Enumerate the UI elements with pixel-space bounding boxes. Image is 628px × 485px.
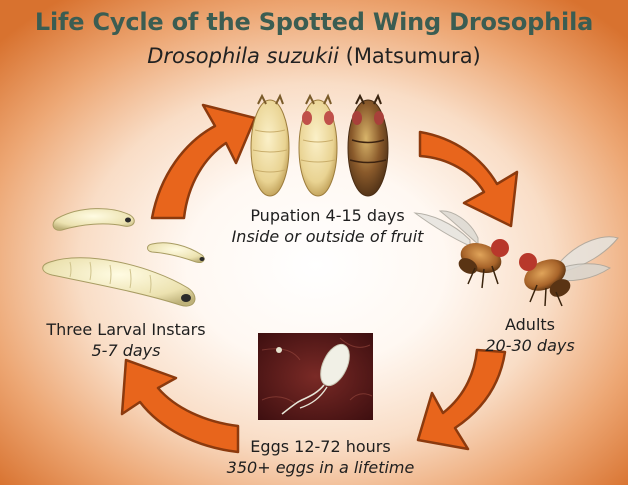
pupation-label: Pupation 4-15 days Inside or outside of … [210,205,445,247]
adult-flies-image [415,211,618,306]
page-title: Life Cycle of the Spotted Wing Drosophil… [0,8,628,36]
pupa-dark [348,96,388,196]
larva-small [148,243,205,263]
larva-medium [53,209,134,231]
pupae-image [251,96,388,196]
eggs-title: Eggs 12-72 hours [208,436,433,457]
larva-large [43,258,195,306]
page-subtitle: Drosophila suzukii (Matsumura) [0,44,628,68]
larvae-image [43,209,205,306]
arrow-bottom-right [418,350,505,449]
species-authority: (Matsumura) [346,44,481,68]
adults-title: Adults [470,314,590,335]
fly-right [519,237,618,306]
egg-image [258,333,373,420]
eggs-detail: 350+ eggs in a lifetime [208,457,433,478]
pupa-light [251,96,289,196]
scientific-name: Drosophila suzukii [147,44,339,68]
arrow-top-left [152,105,255,218]
larvae-detail: 5-7 days [26,340,226,361]
pupation-detail: Inside or outside of fruit [210,226,445,247]
pupa-eyes-forming [299,96,337,196]
larvae-title: Three Larval Instars [26,319,226,340]
eggs-label: Eggs 12-72 hours 350+ eggs in a lifetime [208,436,433,478]
pupation-title: Pupation 4-15 days [210,205,445,226]
larvae-label: Three Larval Instars 5-7 days [26,319,226,361]
adults-detail: 20-30 days [470,335,590,356]
adults-label: Adults 20-30 days [470,314,590,356]
